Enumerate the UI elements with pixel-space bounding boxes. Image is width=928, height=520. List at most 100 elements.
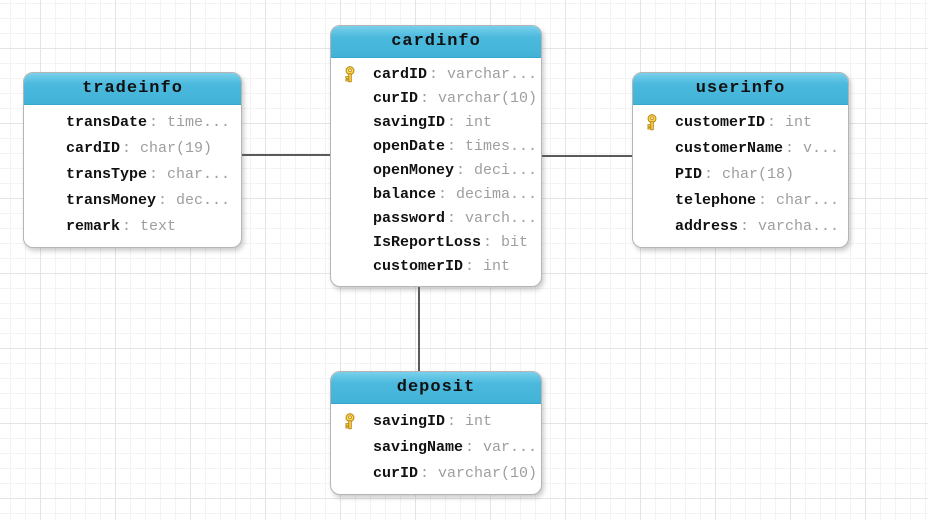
field-type: : var... (465, 439, 538, 456)
field-type: : int (465, 258, 511, 275)
field-type: : char(18) (704, 166, 795, 183)
field-type: : deci... (456, 162, 538, 179)
field-name: IsReportLoss (373, 234, 482, 251)
table-header-userinfo[interactable]: userinfo (633, 73, 848, 105)
field-name: customerName (675, 140, 784, 157)
field-name: savingID (373, 413, 446, 430)
field-name: balance (373, 186, 437, 203)
primary-key-icon (345, 413, 355, 430)
field-row-savingID[interactable]: savingID: int (335, 409, 537, 435)
field-name: customerID (373, 258, 464, 275)
field-name: PID (675, 166, 703, 183)
field-type: : varchar... (429, 66, 538, 83)
field-row-openMoney[interactable]: openMoney: deci... (335, 159, 537, 183)
field-row-transDate[interactable]: transDate: time... (28, 110, 237, 136)
field-name: curID (373, 90, 419, 107)
field-type: : v... (785, 140, 840, 157)
key-icon-placeholder (342, 210, 358, 227)
table-body: cardID: varchar...curID: varchar(10)savi… (331, 58, 541, 286)
field-type: : time... (149, 114, 231, 131)
connector-tradeinfo-cardinfo[interactable] (240, 154, 330, 156)
field-row-cardID[interactable]: cardID: varchar... (335, 63, 537, 87)
field-row-remark[interactable]: remark: text (28, 214, 237, 240)
connector-cardinfo-deposit[interactable] (418, 283, 420, 372)
primary-key-icon-cell (342, 413, 358, 430)
table-header-tradeinfo[interactable]: tradeinfo (24, 73, 241, 105)
key-icon-placeholder (342, 114, 358, 131)
primary-key-icon-cell (342, 66, 358, 83)
field-name: transType (66, 166, 148, 183)
field-type: : int (447, 114, 493, 131)
key-icon-placeholder (35, 114, 51, 131)
field-name: openDate (373, 138, 446, 155)
field-type: : varcha... (740, 218, 840, 235)
field-type: : varchar(10) (420, 465, 538, 482)
field-row-IsReportLoss[interactable]: IsReportLoss: bit (335, 231, 537, 255)
field-type: : varchar(10) (420, 90, 538, 107)
table-body: transDate: time...cardID: char(19)transT… (24, 105, 241, 247)
primary-key-icon (345, 66, 355, 83)
key-icon-placeholder (644, 218, 660, 235)
field-row-savingName[interactable]: savingName: var... (335, 435, 537, 461)
field-row-telephone[interactable]: telephone: char... (637, 188, 844, 214)
key-icon-placeholder (342, 162, 358, 179)
field-name: savingID (373, 114, 446, 131)
field-row-address[interactable]: address: varcha... (637, 214, 844, 240)
table-tradeinfo[interactable]: tradeinfo transDate: time...cardID: char… (23, 72, 242, 248)
field-row-PID[interactable]: PID: char(18) (637, 162, 844, 188)
field-row-transType[interactable]: transType: char... (28, 162, 237, 188)
field-row-customerName[interactable]: customerName: v... (637, 136, 844, 162)
field-row-openDate[interactable]: openDate: times... (335, 135, 537, 159)
field-name: customerID (675, 114, 766, 131)
field-row-savingID[interactable]: savingID: int (335, 111, 537, 135)
key-icon-placeholder (342, 465, 358, 482)
key-icon-placeholder (342, 258, 358, 275)
field-row-customerID[interactable]: customerID: int (335, 255, 537, 279)
field-type: : char... (149, 166, 231, 183)
field-type: : varch... (447, 210, 538, 227)
field-row-curID[interactable]: curID: varchar(10) (335, 87, 537, 111)
field-row-customerID[interactable]: customerID: int (637, 110, 844, 136)
field-name: openMoney (373, 162, 455, 179)
key-icon-placeholder (35, 192, 51, 209)
key-icon-placeholder (342, 439, 358, 456)
field-row-cardID[interactable]: cardID: char(19) (28, 136, 237, 162)
key-icon-placeholder (342, 186, 358, 203)
key-icon-placeholder (35, 166, 51, 183)
key-icon-placeholder (644, 192, 660, 209)
key-icon-placeholder (342, 234, 358, 251)
field-name: transMoney (66, 192, 157, 209)
table-cardinfo[interactable]: cardinfo cardID: varchar...curID: varcha… (330, 25, 542, 287)
key-icon-placeholder (644, 166, 660, 183)
field-type: : int (447, 413, 493, 430)
key-icon-placeholder (342, 138, 358, 155)
field-type: : char... (758, 192, 840, 209)
field-row-curID[interactable]: curID: varchar(10) (335, 461, 537, 487)
field-type: : decima... (438, 186, 538, 203)
key-icon-placeholder (342, 90, 358, 107)
field-row-password[interactable]: password: varch... (335, 207, 537, 231)
connector-cardinfo-userinfo[interactable] (540, 155, 632, 157)
table-header-deposit[interactable]: deposit (331, 372, 541, 404)
field-name: curID (373, 465, 419, 482)
field-name: remark (66, 218, 121, 235)
key-icon-placeholder (35, 140, 51, 157)
field-type: : text (122, 218, 177, 235)
key-icon-placeholder (35, 218, 51, 235)
primary-key-icon-cell (644, 114, 660, 131)
field-name: cardID (373, 66, 428, 83)
field-name: transDate (66, 114, 148, 131)
field-row-balance[interactable]: balance: decima... (335, 183, 537, 207)
field-type: : times... (447, 138, 538, 155)
table-header-cardinfo[interactable]: cardinfo (331, 26, 541, 58)
field-row-transMoney[interactable]: transMoney: dec... (28, 188, 237, 214)
field-name: telephone (675, 192, 757, 209)
field-type: : bit (483, 234, 529, 251)
field-type: : int (767, 114, 813, 131)
field-name: savingName (373, 439, 464, 456)
